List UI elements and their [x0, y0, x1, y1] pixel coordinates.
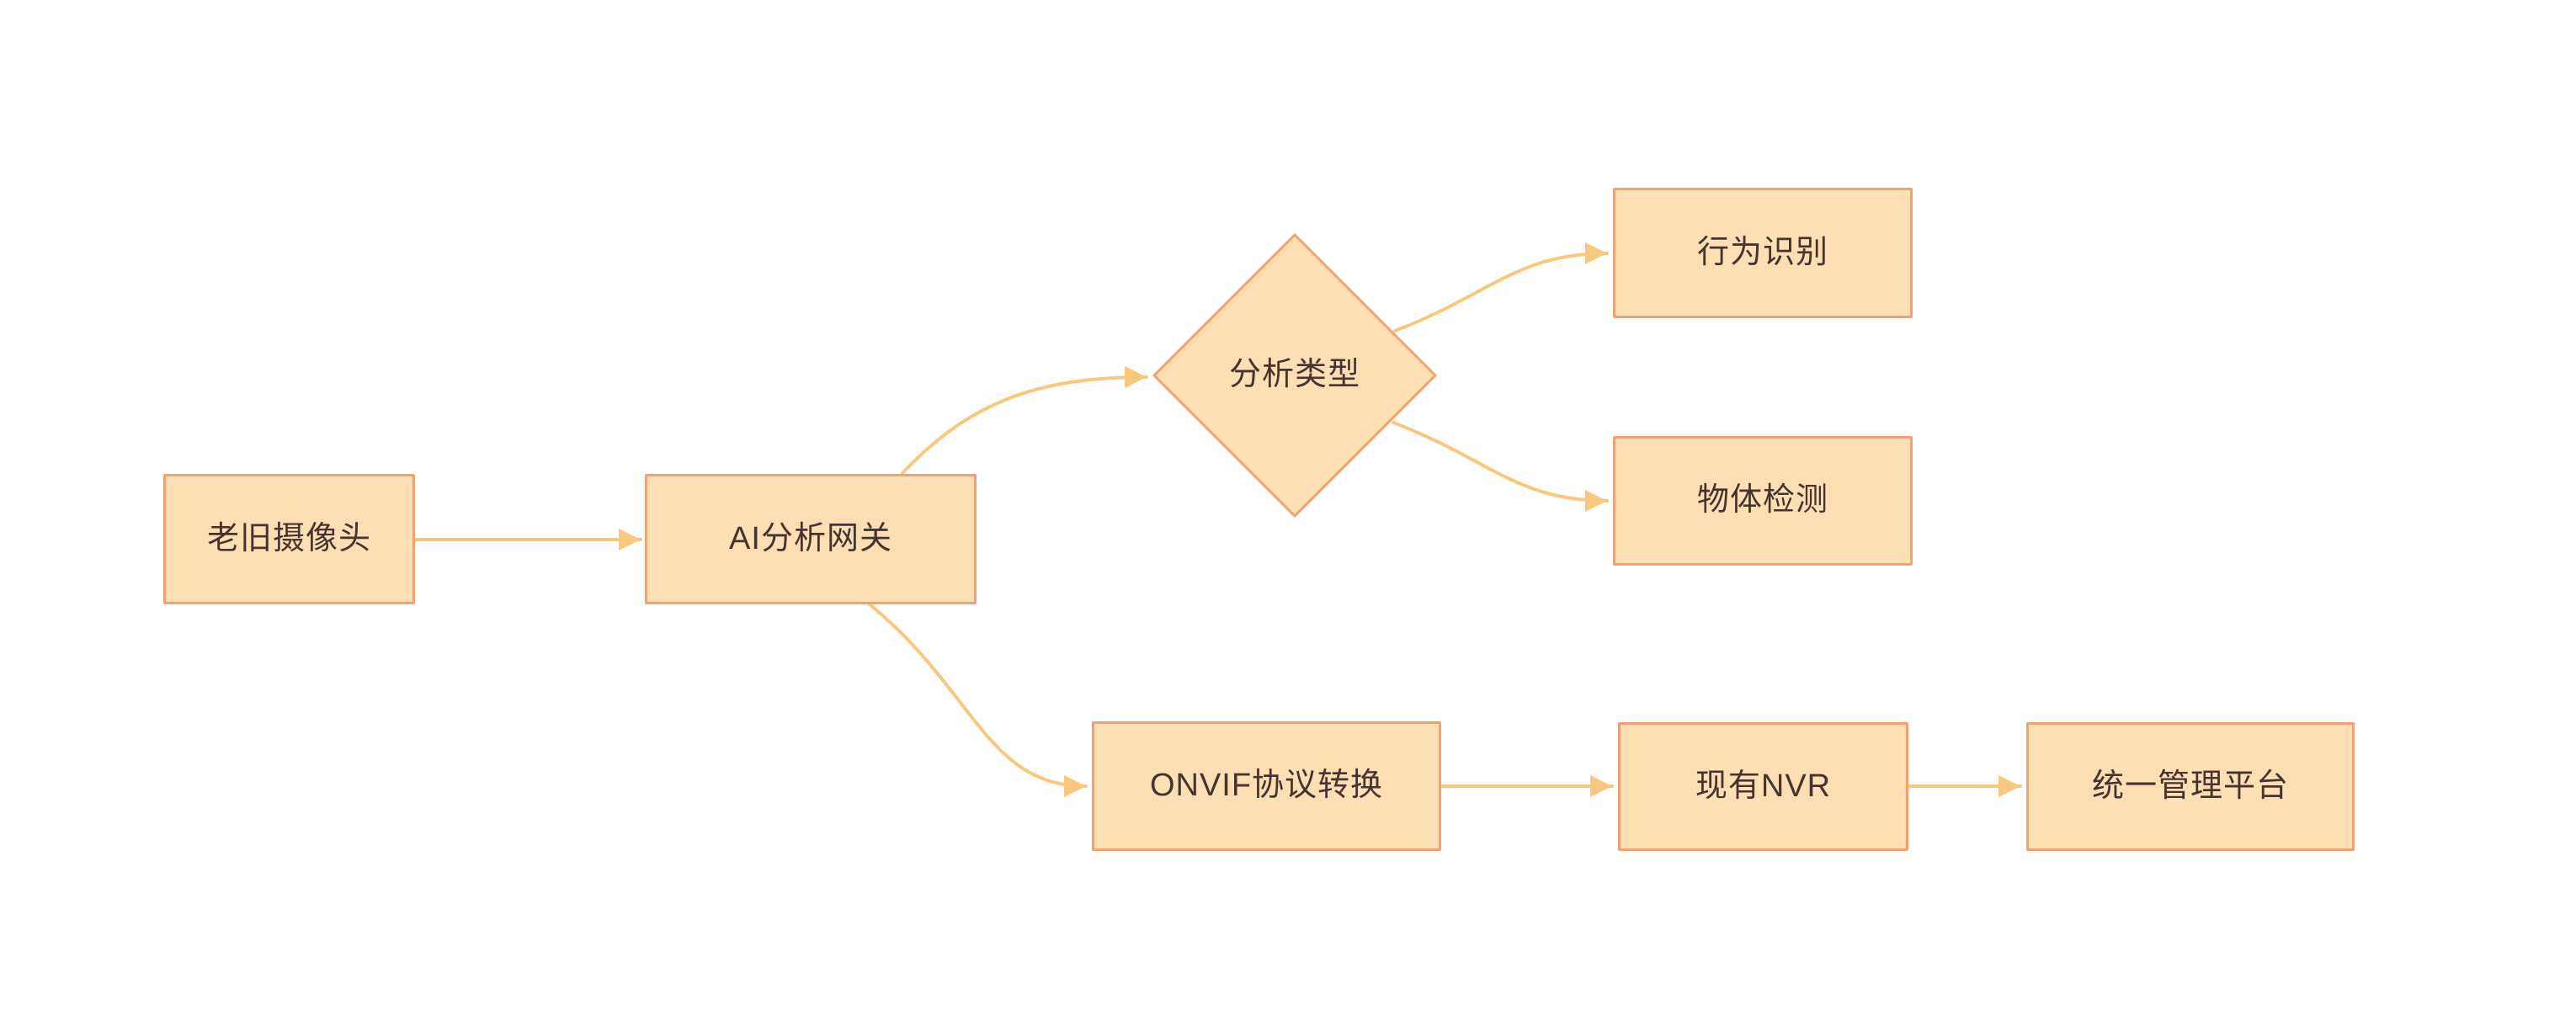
node-legacy-camera-label: 老旧摄像头	[206, 520, 371, 556]
edge-gateway-to-onvif	[868, 603, 1088, 797]
node-existing-nvr-label: 现有NVR	[1695, 768, 1832, 804]
edge-gateway-to-analysis-type	[901, 366, 1148, 475]
node-analysis-type-label: 分析类型	[1228, 357, 1360, 393]
node-analysis-type[interactable]: 分析类型	[1154, 235, 1435, 516]
node-object-detection[interactable]: 物体检测	[1613, 436, 1913, 566]
edge-analysis-to-object	[1392, 421, 1609, 512]
node-legacy-camera[interactable]: 老旧摄像头	[163, 474, 415, 604]
node-ai-gateway[interactable]: AI分析网关	[645, 474, 977, 604]
node-behavior-recognition-label: 行为识别	[1696, 234, 1828, 270]
node-onvif-conversion[interactable]: ONVIF协议转换	[1092, 721, 1441, 851]
node-onvif-conversion-label: ONVIF协议转换	[1149, 768, 1384, 804]
edge-analysis-to-behavior	[1393, 242, 1609, 332]
node-ai-gateway-label: AI分析网关	[729, 520, 892, 556]
node-object-detection-label: 物体检测	[1696, 482, 1828, 518]
node-management-platform-label: 统一管理平台	[2091, 768, 2289, 804]
node-management-platform[interactable]: 统一管理平台	[2026, 722, 2355, 851]
node-existing-nvr[interactable]: 现有NVR	[1618, 722, 1908, 851]
node-behavior-recognition[interactable]: 行为识别	[1613, 188, 1913, 318]
node-analysis-type-shape[interactable]	[1152, 233, 1437, 518]
